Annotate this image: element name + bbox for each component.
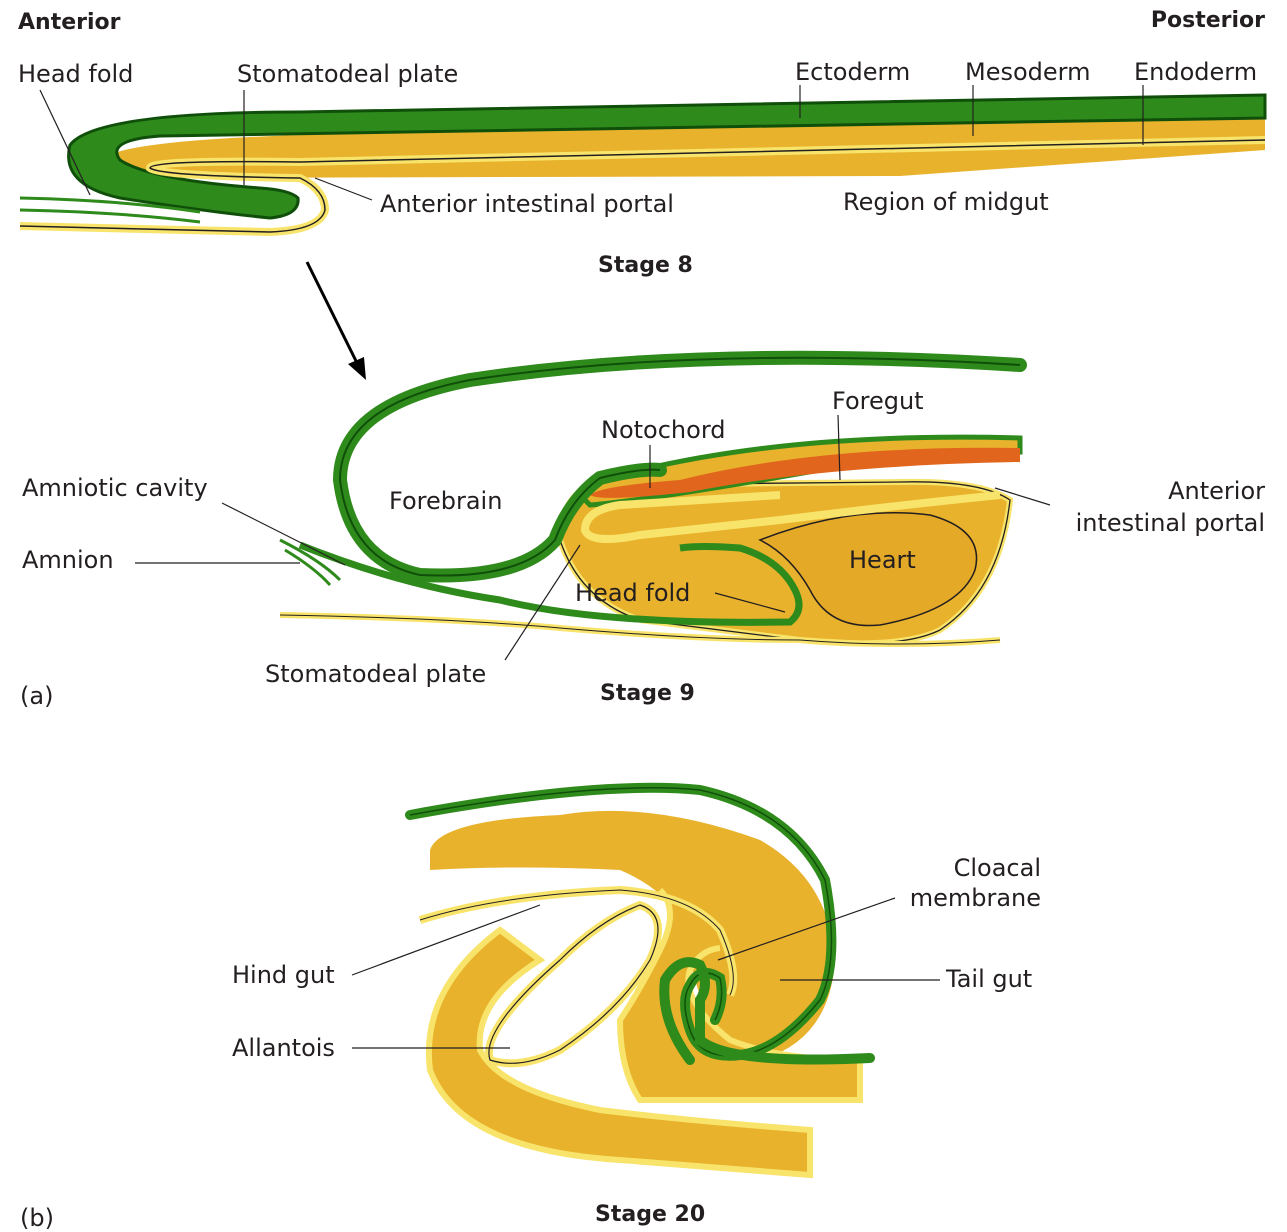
region-of-midgut-label: Region of midgut (843, 190, 1049, 214)
tail-gut-label: Tail gut (946, 967, 1032, 991)
cloacal-label: Cloacal (954, 856, 1041, 880)
panel-b-label: (b) (20, 1206, 54, 1230)
endoderm-label: Endoderm (1134, 60, 1257, 84)
stage9-stomatodeal-plate-label: Stomatodeal plate (265, 662, 486, 686)
stage9-anterior-label: Anterior (1168, 479, 1265, 503)
notochord-label: Notochord (601, 418, 726, 442)
mesoderm-label: Mesoderm (965, 60, 1090, 84)
stage20-caption: Stage 20 (595, 1204, 705, 1226)
ectoderm-label: Ectoderm (795, 60, 910, 84)
stage8-head-fold-label: Head fold (18, 62, 133, 86)
panel-a-label: (a) (20, 684, 53, 708)
amniotic-cavity-label: Amniotic cavity (22, 476, 208, 500)
hind-gut-label: Hind gut (232, 963, 335, 987)
heart-label: Heart (849, 548, 916, 572)
forebrain-label: Forebrain (389, 489, 502, 513)
foregut-label: Foregut (832, 389, 924, 413)
membrane-label: membrane (910, 886, 1041, 910)
stage9-caption: Stage 9 (600, 683, 695, 705)
stage9-head-fold-label: Head fold (575, 581, 690, 605)
stage9-intestinal-portal-label: intestinal portal (1076, 511, 1265, 535)
stage8-caption: Stage 8 (598, 255, 693, 277)
stage8-anterior-intestinal-portal-label: Anterior intestinal portal (380, 192, 674, 216)
allantois-label: Allantois (232, 1036, 335, 1060)
anterior-label: Anterior (18, 12, 120, 34)
stage20-diagram (352, 788, 940, 1175)
stage8-stomatodeal-plate-label: Stomatodeal plate (237, 62, 458, 86)
posterior-label: Posterior (1151, 10, 1265, 32)
amnion-label: Amnion (22, 548, 114, 572)
transition-arrow (307, 262, 366, 380)
